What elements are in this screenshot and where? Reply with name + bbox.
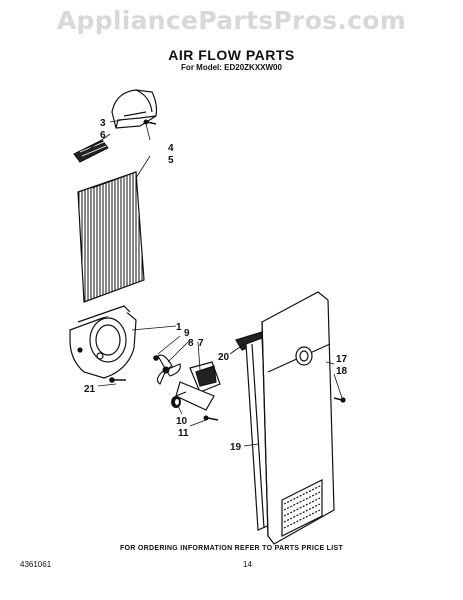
grommet-part-10 [171,396,181,408]
callout-11: 11 [178,428,189,439]
fan-shroud [69,305,137,379]
watermark: AppliancePartsPros.com [56,6,407,35]
ordering-note: FOR ORDERING INFORMATION REFER TO PARTS … [119,545,344,552]
callout-10: 10 [176,416,188,427]
callout-6: 6 [100,130,106,141]
callout-7: 7 [198,338,204,349]
fan-motor [175,361,221,411]
callout-3: 3 [100,118,106,129]
callout-8: 8 [188,338,194,349]
page-number: 14 [243,560,252,569]
callout-17: 17 [336,354,348,365]
rear-air-panel [261,291,335,545]
callout-1: 1 [176,322,182,333]
page-title: AIR FLOW PARTS [168,47,295,63]
document-number: 4361061 [20,560,52,569]
callout-18: 18 [336,366,348,377]
screw-part-18 [333,397,346,403]
air-grille [73,139,109,163]
clip-part-9 [153,355,159,361]
screw-part-4 [143,119,157,125]
screw-part-21 [109,377,126,383]
screw-part-11 [203,415,219,421]
callout-9: 9 [184,328,190,339]
callout-21: 21 [84,384,96,395]
callout-5: 5 [168,155,174,166]
evaporator-cover-panel [77,171,145,303]
model-subtitle: For Model: ED20ZKXXW00 [181,63,282,72]
air-duct-housing [111,89,158,129]
leader-lines [87,119,343,447]
fan-blade [156,354,181,385]
callout-4: 4 [168,143,174,154]
callout-20: 20 [218,352,230,363]
callout-19: 19 [230,442,242,453]
